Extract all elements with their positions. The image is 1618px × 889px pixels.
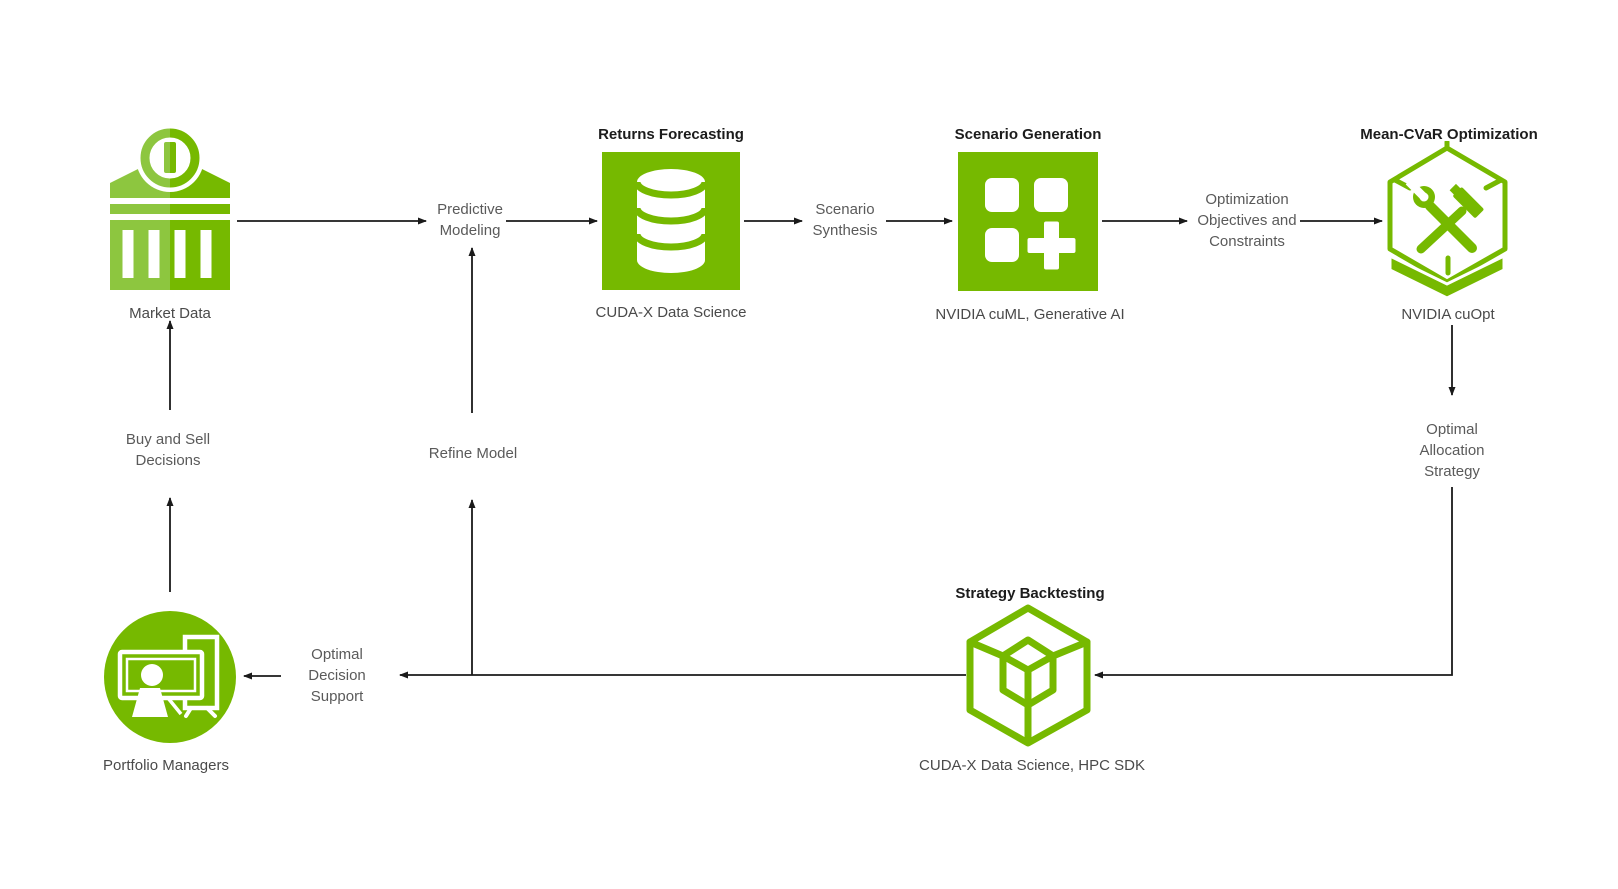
returns-forecasting-title: Returns Forecasting xyxy=(598,126,744,143)
scenario-generation-sublabel: NVIDIA cuML, Generative AI xyxy=(935,306,1125,323)
strategy-backtesting-title: Strategy Backtesting xyxy=(955,585,1105,602)
presenter-icon xyxy=(104,611,236,743)
mean-cvar-optimization-title: Mean-CVaR Optimization xyxy=(1360,126,1538,143)
optimal-allocation-label: Optimal Allocation Strategy xyxy=(1419,421,1485,480)
market-data-label: Market Data xyxy=(129,305,211,322)
grid-plus-icon xyxy=(958,152,1098,291)
hexagon-tools-icon xyxy=(1387,141,1508,300)
bank-icon xyxy=(110,128,230,290)
buy-and-sell-label: Buy and Sell Decisions xyxy=(125,431,211,469)
cube-icon xyxy=(966,604,1091,747)
scenario-synthesis-label: Scenario Synthesis xyxy=(812,201,878,239)
strategy-backtesting-sublabel: CUDA-X Data Science, HPC SDK xyxy=(919,757,1145,774)
optimal-decision-label: Optimal Decision Support xyxy=(308,646,366,705)
portfolio-managers-label: Portfolio Managers xyxy=(103,757,229,774)
mean-cvar-sublabel: NVIDIA cuOpt xyxy=(1401,306,1495,323)
predictive-modeling-label: Predictive Modeling xyxy=(437,201,503,239)
returns-forecasting-sublabel: CUDA-X Data Science xyxy=(595,304,747,321)
database-icon xyxy=(602,152,740,290)
optimization-objectives-label: Optimization Objectives and Constraints xyxy=(1197,191,1297,250)
refine-model-label: Refine Model xyxy=(428,445,518,462)
scenario-generation-title: Scenario Generation xyxy=(954,126,1102,143)
